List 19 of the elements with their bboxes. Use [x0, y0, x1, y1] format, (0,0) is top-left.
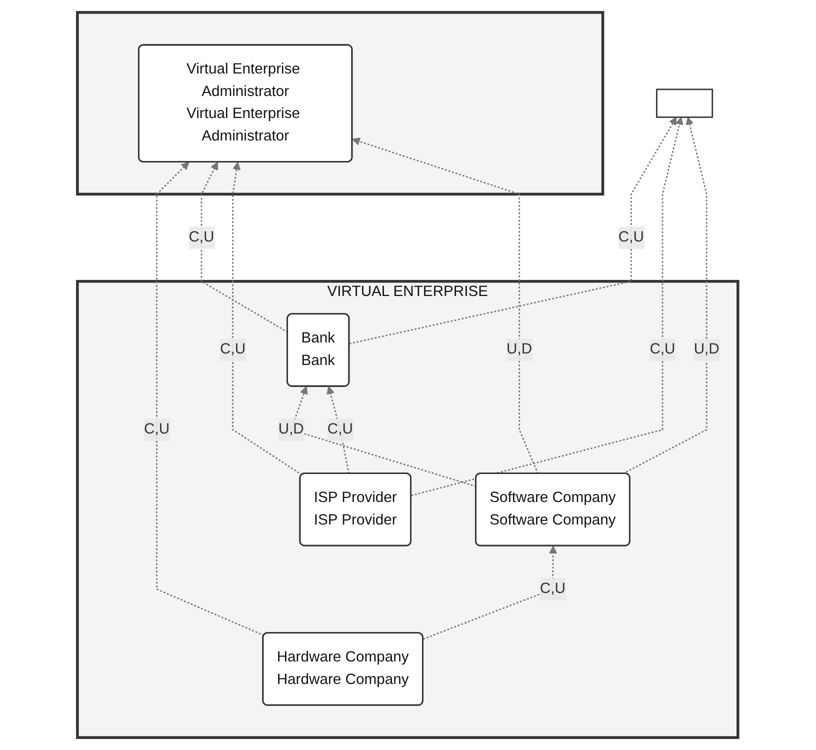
edge-label: U,D: [506, 342, 532, 358]
edge-label: U,D: [278, 421, 304, 438]
arrow: [411, 116, 684, 496]
edge-label: C,U: [328, 421, 354, 438]
edge-label: C,U: [189, 229, 215, 246]
arrow: [423, 546, 558, 640]
arrow: [156, 162, 265, 636]
arrow: [201, 162, 288, 333]
edge-label: C,U: [618, 229, 644, 246]
edge-label: C,U: [650, 342, 676, 358]
arrow: [350, 116, 678, 344]
cluster: [76, 11, 604, 196]
edge-label: C,U: [144, 421, 170, 438]
arrow: [232, 162, 303, 476]
node-box: [656, 88, 714, 118]
arrow: [352, 138, 539, 474]
edge-label: C,U: [540, 580, 566, 597]
edge-label: U,D: [694, 342, 720, 358]
edge-label: C,U: [220, 342, 246, 358]
